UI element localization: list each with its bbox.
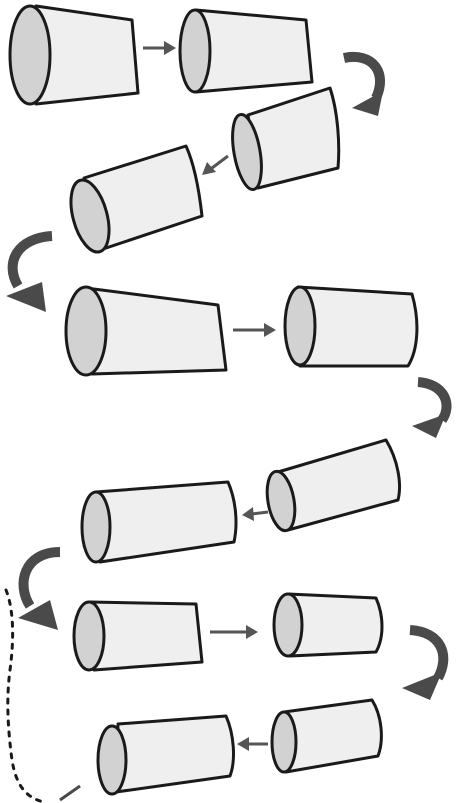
turn-arrow-left-2 (18, 547, 61, 630)
turn-arrow-right-3 (402, 625, 449, 700)
step-arrow-row6 (237, 737, 268, 751)
segment-row4-a (265, 438, 401, 533)
step-arrow-row3 (233, 323, 276, 337)
step-arrow-row2 (202, 154, 229, 175)
segment-row5-b (272, 592, 384, 658)
step-arrow-row1 (143, 41, 176, 55)
segment-row3-a (64, 285, 228, 377)
segment-row3-b (283, 285, 419, 368)
segment-row6-b (96, 714, 235, 796)
turn-arrow-right-2 (412, 377, 452, 438)
step-arrow-row5 (210, 625, 258, 639)
segment-row6-a (270, 698, 383, 774)
turn-arrow-left-1 (6, 231, 53, 312)
segment-row2-a (231, 86, 341, 191)
dotted-continuation-line (4, 588, 46, 803)
segment-row1-b (178, 8, 314, 94)
segment-row5-a (72, 600, 204, 672)
step-arrow-row4 (242, 507, 269, 521)
exit-tail-line (59, 784, 81, 802)
segment-row1-a (8, 4, 140, 106)
segment-row4-b (80, 480, 238, 564)
segment-row2-b (69, 144, 204, 254)
turn-arrow-right-1 (342, 51, 385, 116)
